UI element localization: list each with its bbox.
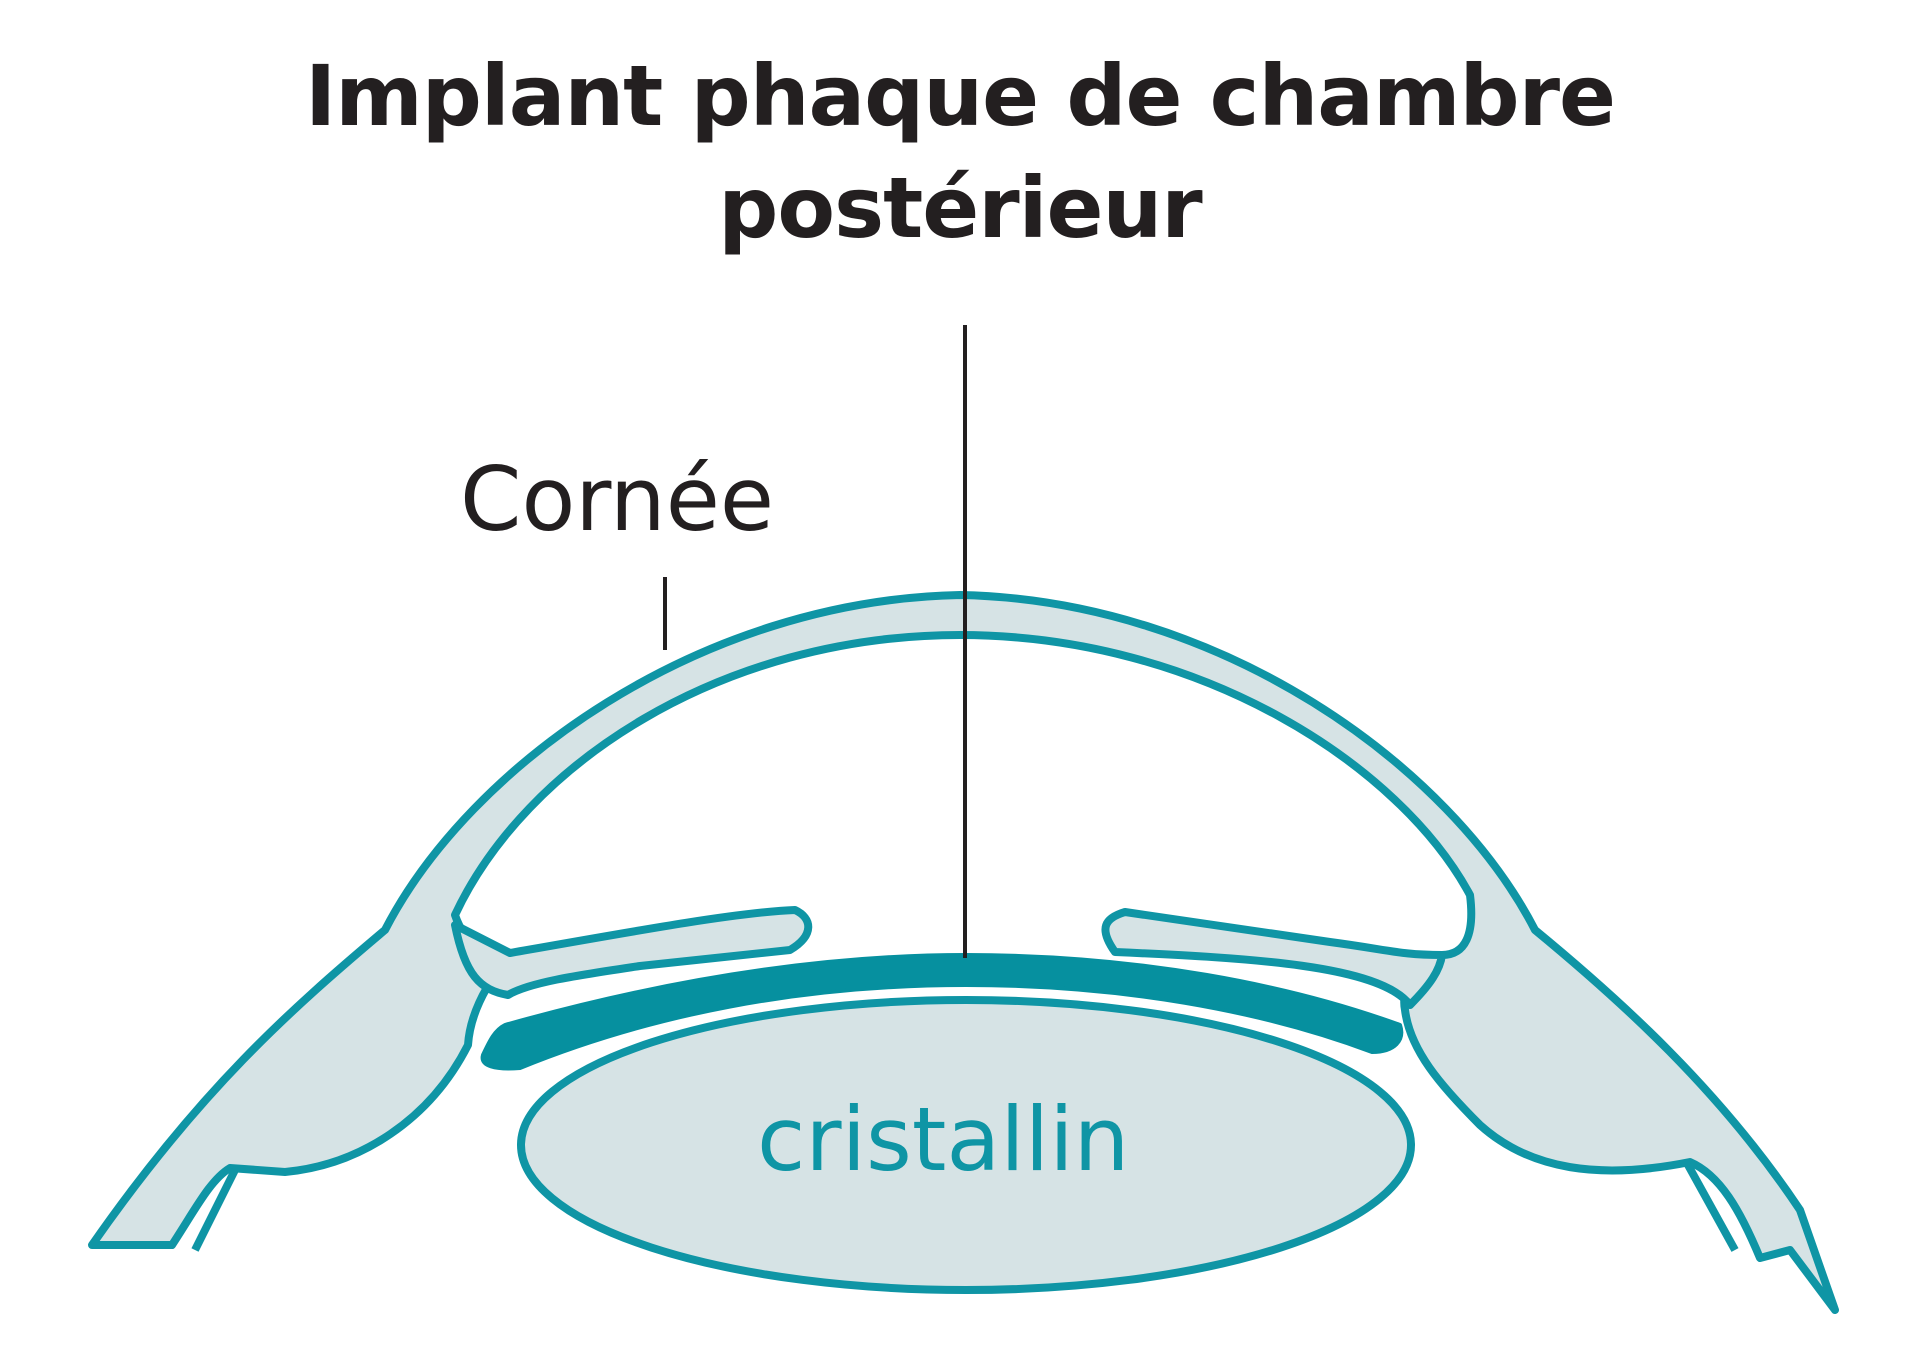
title-line-1: Implant phaque de chambre xyxy=(304,47,1616,145)
phakic-implant xyxy=(480,953,1404,1071)
ciliary-line-left xyxy=(191,1168,239,1252)
cornea-label: Cornée xyxy=(460,448,774,551)
diagram-title: Implant phaque de chambre postérieur xyxy=(0,40,1920,264)
ciliary-line-right xyxy=(1684,1163,1739,1252)
iris-left xyxy=(451,906,813,999)
title-line-2: postérieur xyxy=(718,159,1202,257)
lens-label: cristallin xyxy=(757,1088,1129,1191)
iris-right xyxy=(1101,908,1446,1009)
crystalline-lens xyxy=(517,996,1415,1294)
